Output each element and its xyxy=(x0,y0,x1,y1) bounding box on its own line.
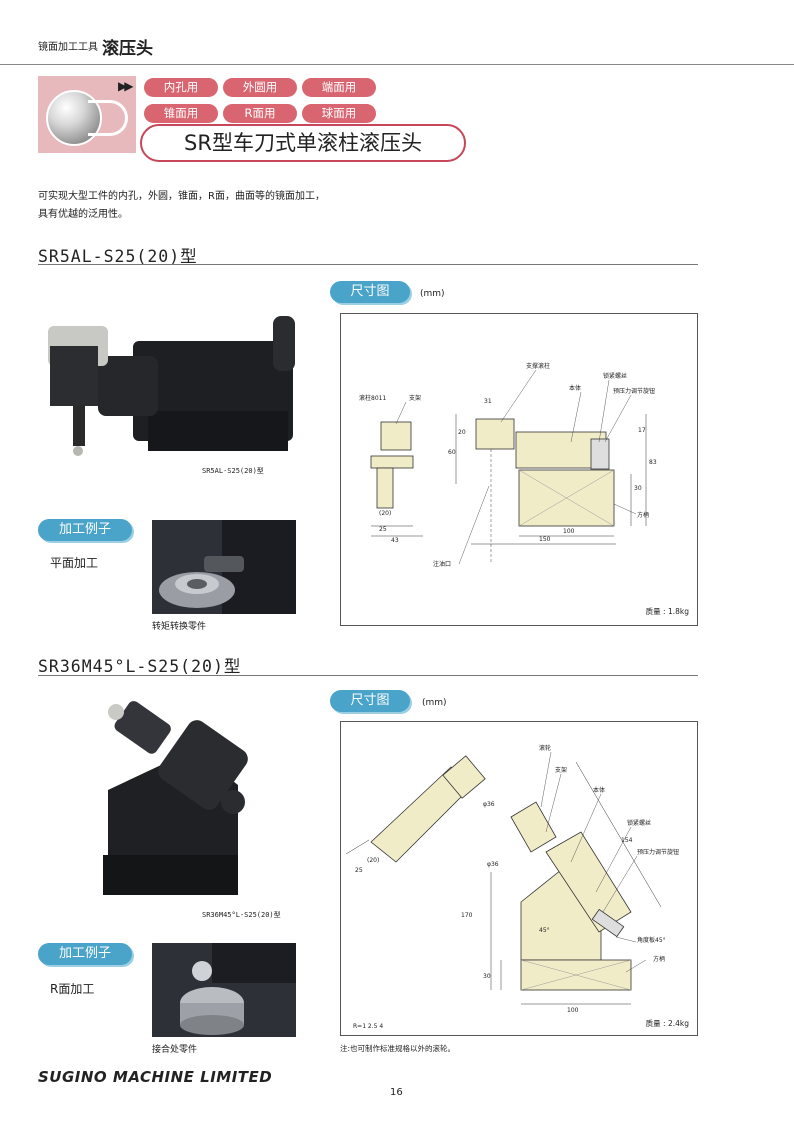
model-1-example-label: 加工例子 xyxy=(38,519,132,541)
model-1-photo-caption: SR5AL-S25(20)型 xyxy=(202,467,264,475)
application-tag-sphere: 球面用 xyxy=(302,104,376,123)
drawing-1-label-shank: 方柄 xyxy=(637,511,649,519)
drawing-1-dim-20b: (20) xyxy=(379,510,391,517)
model-2-mass: 质量 : 2.4kg xyxy=(645,1019,689,1028)
model-1-dimension-drawing: 滚柱8011 支架 支撑滚柱 本体 锁紧螺丝 预压力调节旋钮 方柄 注油口 31… xyxy=(340,313,698,626)
drawing-1-dim-83: 83 xyxy=(649,459,657,466)
drawing-2-radius: R=1 2.5 4 xyxy=(353,1023,383,1030)
roller-ball-icon xyxy=(38,76,136,153)
drawing-1-dim-25: 25 xyxy=(379,526,387,533)
model-2-dimension-label: 尺寸图 xyxy=(330,690,410,712)
drawing-2-dim-25: 25 xyxy=(355,867,363,874)
page-number: 16 xyxy=(390,1087,403,1098)
application-tag-face: 端面用 xyxy=(302,78,376,97)
drawing-1-dim-150: 150 xyxy=(539,536,551,543)
model-1-operation: 平面加工 xyxy=(50,556,99,570)
drawing-1-dim-43: 43 xyxy=(391,537,399,544)
application-tag-radius: R面用 xyxy=(223,104,297,123)
drawing-2-label-holder: 支架 xyxy=(555,766,567,774)
drawing-1-label-lock-screw: 锁紧螺丝 xyxy=(603,372,627,380)
model-1-example-photo xyxy=(152,520,296,614)
model-1-unit: (mm) xyxy=(420,289,445,299)
drawing-1-dim-60: 60 xyxy=(448,449,456,456)
model-2-note: 注:也可制作标准规格以外的滚轮。 xyxy=(340,1044,456,1053)
drawing-1-label-roller: 滚柱8011 xyxy=(359,394,386,402)
model-2-photo-caption: SR36M45°L-S25(20)型 xyxy=(202,911,281,919)
drawing-2-dim-170: 170 xyxy=(461,912,473,919)
drawing-2-label-shank: 方柄 xyxy=(653,955,665,963)
intro-line-2: 具有优越的泛用性。 xyxy=(38,209,128,220)
drawing-2-dim-phi36b: φ36 xyxy=(487,861,499,868)
model-2-dimension-drawing: 滚轮 支架 本体 锁紧螺丝 预压力调节旋钮 角度板45° 方柄 φ36 φ36 … xyxy=(340,721,698,1036)
model-1-example-caption: 转矩转换零件 xyxy=(152,622,207,632)
model-1-product-photo: SR5AL-S25(20)型 xyxy=(38,296,300,488)
drawing-1-label-support-roller: 支撑滚柱 xyxy=(526,362,550,370)
model-1-mass: 质量 : 1.8kg xyxy=(645,607,689,616)
drawing-1-label-body: 本体 xyxy=(569,384,581,392)
drawing-1-dim-17: 17 xyxy=(638,427,646,434)
model-2-example-caption: 接合处零件 xyxy=(152,1045,198,1055)
model-1-title: SR5AL-S25(20)型 xyxy=(38,247,198,266)
drawing-1-dim-31: 31 xyxy=(484,398,492,405)
drawing-2-dim-45: 45° xyxy=(539,927,550,934)
drawing-2-label-roller: 滚轮 xyxy=(539,744,551,752)
drawing-2-label-preload-knob: 预压力调节旋钮 xyxy=(637,848,679,856)
model-1-divider xyxy=(38,264,698,265)
model-2-example-photo xyxy=(152,943,296,1037)
application-tag-bore: 内孔用 xyxy=(144,78,218,97)
model-2-operation: R面加工 xyxy=(50,982,95,996)
model-2-product-photo: SR36M45°L-S25(20)型 xyxy=(38,690,300,920)
drawing-1-dim-30: 30 xyxy=(634,485,642,492)
model-2-title: SR36M45°L-S25(20)型 xyxy=(38,657,242,676)
drawing-1-dim-20: 20 xyxy=(458,429,466,436)
double-arrow-icon: ▶▶ xyxy=(118,79,134,93)
intro-line-1: 可实现大型工件的内孔，外圆，锥面，R面，曲面等的镜面加工， xyxy=(38,191,325,202)
header-divider xyxy=(0,64,794,65)
header-title: 滚压头 xyxy=(102,39,153,59)
drawing-2-dim-20: (20) xyxy=(367,857,379,864)
model-2-example-label: 加工例子 xyxy=(38,943,132,965)
application-tag-outer: 外圆用 xyxy=(223,78,297,97)
model-2-unit: (mm) xyxy=(422,698,447,708)
drawing-2-label-body: 本体 xyxy=(593,786,605,794)
drawing-1-dim-100: 100 xyxy=(563,528,575,535)
model-1-dimension-label: 尺寸图 xyxy=(330,281,410,303)
drawing-2-dim-30: 30 xyxy=(483,973,491,980)
drawing-1-label-preload-knob: 预压力调节旋钮 xyxy=(613,387,655,395)
drawing-2-label-lock-screw: 锁紧螺丝 xyxy=(627,819,651,827)
drawing-2-dim-154: 154 xyxy=(621,837,633,844)
drawing-1-label-holder: 支架 xyxy=(409,394,421,402)
drawing-2-label-angle-plate: 角度板45° xyxy=(637,936,666,944)
drawing-2-dim-100: 100 xyxy=(567,1007,579,1014)
header-category: 镜面加工工具 xyxy=(38,42,98,53)
drawing-2-dim-phi36a: φ36 xyxy=(483,801,495,808)
model-2-divider xyxy=(38,675,698,676)
intro-text: 可实现大型工件的内孔，外圆，锥面，R面，曲面等的镜面加工， 具有优越的泛用性。 xyxy=(38,188,325,224)
company-brand: SUGINO MACHINE LIMITED xyxy=(38,1068,273,1086)
drawing-1-label-oil-port: 注油口 xyxy=(433,560,451,568)
product-title: SR型车刀式单滚柱滚压头 xyxy=(140,124,466,162)
application-tag-taper: 锥面用 xyxy=(144,104,218,123)
